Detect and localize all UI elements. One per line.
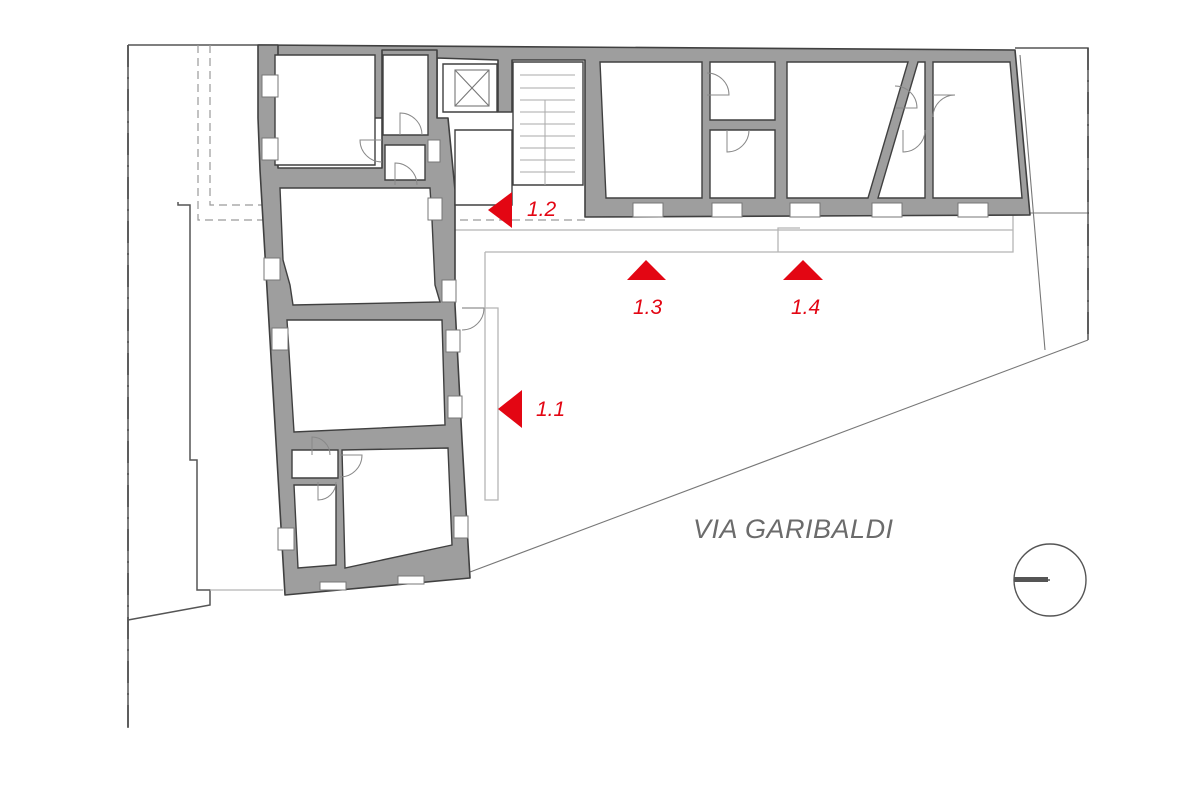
section-marker-1-2: 1.2: [488, 192, 557, 228]
door: [317, 481, 337, 501]
marker-label-1-4: 1.4: [791, 296, 820, 319]
door: [461, 307, 485, 331]
window: [441, 279, 457, 303]
marker-triangle-1-4: [783, 260, 823, 280]
window: [261, 74, 279, 98]
room-w-1: [279, 187, 441, 306]
courtyard-path: [485, 215, 1014, 253]
window: [445, 329, 461, 353]
door: [339, 454, 363, 478]
door: [894, 85, 918, 109]
room-n-2a: [709, 61, 776, 121]
room-w-bath-2: [293, 484, 337, 569]
door: [932, 94, 956, 118]
windows: [261, 74, 989, 591]
window: [632, 202, 664, 218]
stair-hall: [454, 129, 513, 206]
room-n-2b: [709, 129, 776, 199]
marker-triangle-1-3: [627, 260, 666, 280]
doors: [311, 72, 956, 501]
street-edge: [469, 339, 1089, 573]
window: [277, 527, 295, 551]
courtyard-dashed-left: [197, 45, 265, 221]
marker-label-1-1: 1.1: [536, 398, 565, 421]
room-nw-hall: [384, 144, 426, 181]
room-w-bath-1: [291, 449, 339, 479]
courtyard-ramp: [462, 252, 499, 501]
courtyard: [197, 45, 1014, 501]
marker-label-1-2: 1.2: [527, 198, 557, 221]
door: [394, 162, 418, 186]
window: [789, 202, 821, 218]
marker-label-1-3: 1.3: [633, 296, 663, 319]
window: [427, 197, 443, 221]
site-boundaries: [127, 44, 1089, 728]
window: [453, 515, 469, 539]
room-nw-2: [382, 54, 429, 136]
room-w-2: [286, 319, 446, 433]
lift-icon: [454, 69, 490, 107]
window: [447, 395, 463, 419]
window: [397, 575, 425, 585]
stair: [520, 74, 575, 185]
marker-triangle-1-2: [488, 192, 512, 228]
window: [711, 202, 743, 218]
window: [263, 257, 281, 281]
room-n-3: [786, 61, 909, 199]
door: [311, 436, 331, 456]
room-n-5: [932, 61, 1023, 199]
street-label: VIA GARIBALDI: [693, 514, 894, 544]
window: [427, 139, 441, 163]
window: [271, 327, 289, 351]
marker-triangle-1-1: [498, 390, 522, 428]
neighbour-building-left: [127, 202, 211, 621]
window: [957, 202, 989, 218]
window: [871, 202, 903, 218]
door: [706, 72, 730, 96]
courtyard-dashed-inner: [209, 45, 265, 206]
section-marker-1-3: 1.3: [627, 260, 666, 319]
lot-line-right: [1019, 54, 1046, 351]
door: [399, 112, 423, 136]
window: [261, 137, 279, 161]
room-sw: [341, 447, 453, 569]
door: [726, 129, 750, 153]
room-nw-1: [274, 54, 376, 166]
north-arrow-icon: [1013, 543, 1087, 617]
section-marker-1-4: 1.4: [783, 260, 823, 319]
section-marker-1-1: 1.1: [498, 390, 565, 428]
window: [319, 581, 347, 591]
portico-door-step: [777, 227, 800, 252]
door: [902, 129, 926, 153]
door: [359, 139, 383, 163]
room-n-1: [599, 61, 703, 199]
